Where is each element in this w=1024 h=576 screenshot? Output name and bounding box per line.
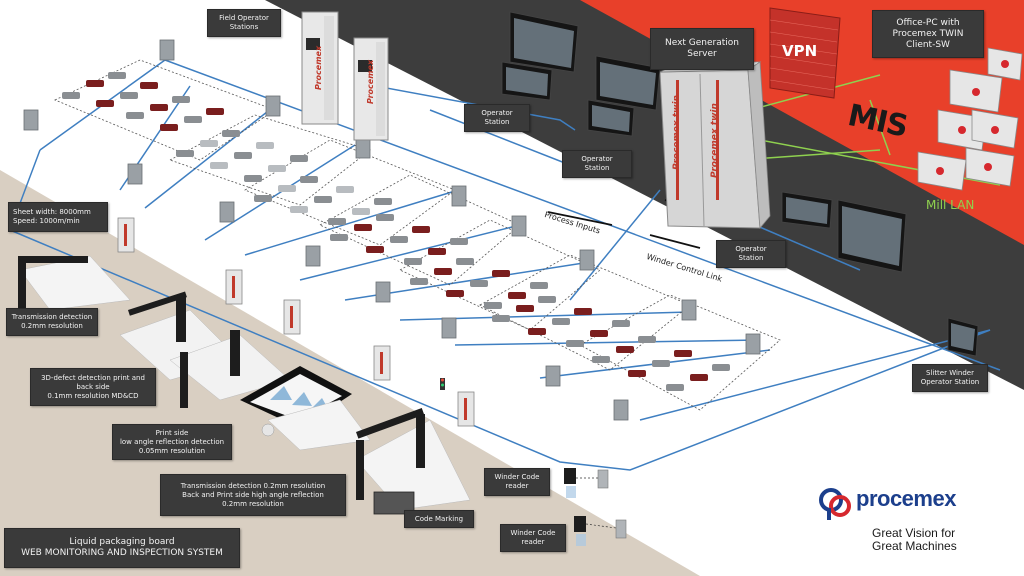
camera-row-2 <box>176 130 308 182</box>
label-winder-code-reader-1: Winder Code reader <box>484 468 550 496</box>
brand-tagline-1: Great Vision for <box>872 526 956 540</box>
label-office-pc: Office-PC with Procemex TWIN Client-SW <box>872 10 984 58</box>
label-title: Liquid packaging board WEB MONITORING AN… <box>4 528 240 568</box>
camera-row-1 <box>62 72 224 131</box>
label-operator-station-2: Operator Station <box>562 150 632 178</box>
label-winder-code-reader-2: Winder Code reader <box>500 524 566 552</box>
cabinet-brand-text-2: Procemex <box>366 59 375 104</box>
camera-row-4 <box>330 214 468 265</box>
camera-row-6 <box>492 296 630 347</box>
label-print-side: Print side low angle reflection detectio… <box>112 424 232 460</box>
firewall <box>769 7 841 99</box>
procemex-brand: procemex Great Vision for Great Machines <box>818 486 1018 556</box>
server-rack <box>659 61 771 230</box>
cabinet-brand-text-1: Procemex <box>314 45 323 90</box>
server-brand-text-2: Procemex twin <box>710 103 720 178</box>
label-transmission-detection-2: Transmission detection 0.2mm resolution … <box>160 474 346 516</box>
camera-row-7 <box>592 336 730 391</box>
junction-boxes <box>23 39 761 421</box>
server-brand-text-1: Procemex twin <box>672 95 682 170</box>
camera-row-3 <box>254 176 392 225</box>
field-operator-cabinets <box>301 11 389 141</box>
camera-row-5 <box>410 258 548 309</box>
label-code-marking: Code Marking <box>404 510 474 528</box>
brand-name: procemex <box>856 486 956 511</box>
label-sheet-info: Sheet width: 8000mm Speed: 1000m/min <box>8 202 108 232</box>
label-operator-station-3: Operator Station <box>716 240 786 268</box>
label-operator-station-1: Operator Station <box>464 104 530 132</box>
inspection-stations <box>18 255 471 515</box>
label-transmission-detection-1: Transmission detection 0.2mm resolution <box>6 308 98 336</box>
procemex-logo-icon <box>819 488 851 520</box>
mill-lan-text: Mill LAN <box>926 198 975 212</box>
winder-readers <box>564 468 627 546</box>
label-3d-defect-detection: 3D-defect detection print and back side … <box>30 368 156 406</box>
brand-tagline-2: Great Machines <box>872 539 957 553</box>
label-field-operator-stations: Field Operator Stations <box>207 9 281 37</box>
vpn-text: VPN <box>782 42 818 60</box>
label-slitter-winder: Slitter Winder Operator Station <box>912 364 988 392</box>
label-next-generation-server: Next Generation Server <box>650 28 754 70</box>
